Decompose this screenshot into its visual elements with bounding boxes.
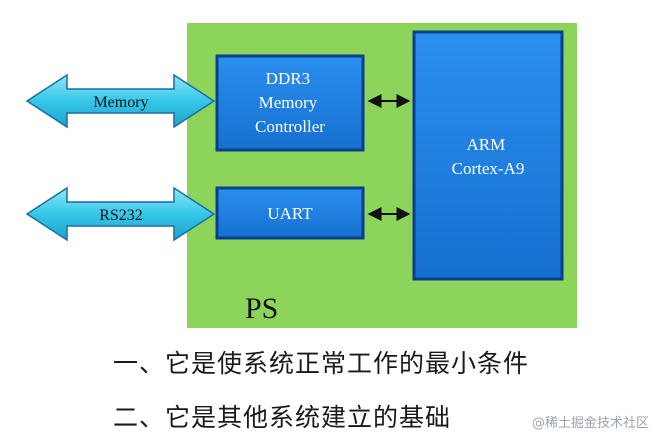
- rs232-bus-label: RS232: [99, 207, 143, 224]
- ddr3-controller-block: [215, 54, 365, 152]
- arm-label: ARM Cortex-A9: [452, 135, 525, 178]
- block-diagram: PS Memory RS232 DDR3 Memory Controller U…: [25, 23, 577, 328]
- caption-line-1: 一、它是使系统正常工作的最小条件: [113, 349, 530, 378]
- ddr3-label-line-1: DDR3: [266, 69, 310, 88]
- memory-bus-arrow: [25, 73, 216, 129]
- rs232-bus-arrow: [25, 186, 216, 242]
- arm-label-line-1: ARM: [467, 135, 506, 154]
- arm-label-line-2: Cortex-A9: [452, 159, 525, 178]
- uart-label: UART: [267, 204, 313, 223]
- caption-line-2: 二、它是其他系统建立的基础: [113, 403, 452, 432]
- arm-cortex-block: [412, 30, 564, 281]
- ddr3-label-line-2: Memory: [259, 93, 318, 112]
- watermark: @稀土掘金技术社区: [531, 416, 649, 431]
- uart-block: [215, 186, 365, 240]
- memory-bus-label: Memory: [93, 94, 148, 111]
- ddr3-label-line-3: Controller: [255, 117, 325, 136]
- ps-label: PS: [245, 292, 278, 325]
- ddr3-label: DDR3 Memory Controller: [255, 69, 325, 136]
